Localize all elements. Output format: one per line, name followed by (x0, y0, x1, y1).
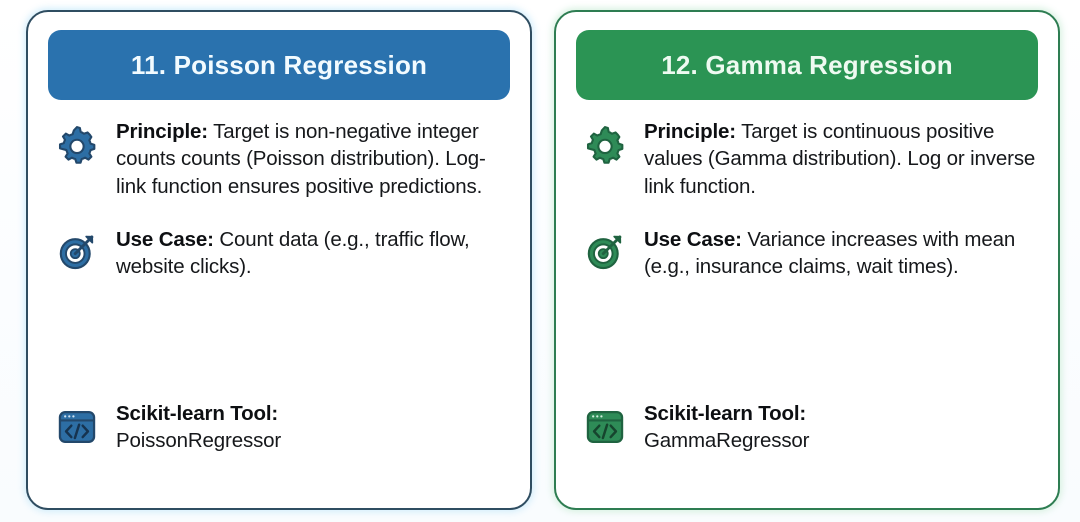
section-tool-text-poisson: Scikit-learn Tool: PoissonRegressor (116, 400, 281, 455)
target-icon (54, 228, 100, 274)
card-body-poisson: Principle: Target is non-negative intege… (48, 118, 510, 488)
section-use-case-poisson: Use Case: Count data (e.g., traffic flow… (48, 226, 510, 281)
card-header-gamma: 12. Gamma Regression (576, 30, 1038, 100)
target-icon (582, 228, 628, 274)
section-tool-poisson: Scikit-learn Tool: PoissonRegressor (48, 400, 510, 489)
principle-label: Principle: (116, 120, 208, 143)
use-case-label: Use Case: (116, 227, 214, 251)
section-tool-gamma: Scikit-learn Tool: GammaRegressor (576, 400, 1038, 489)
section-use-case-text-gamma: Use Case: Variance increases with mean (… (644, 226, 1038, 281)
section-principle-gamma: Principle: Target is continuous positive… (576, 118, 1038, 200)
code-window-icon (582, 404, 628, 450)
use-case-body: Variance increases with mean (e.g., insu… (644, 227, 1016, 278)
principle-body: Target is non-negative integer counts co… (116, 120, 486, 198)
code-window-icon (54, 404, 100, 450)
use-case-body: Count data (e.g., traffic flow, website … (116, 227, 470, 278)
tool-label: Scikit-learn Tool: (644, 401, 807, 425)
card-title-poisson: 11. Poisson Regression (130, 49, 428, 80)
card-header-poisson: 11. Poisson Regression (48, 30, 510, 100)
gear-icon (54, 122, 100, 168)
tool-value: PoissonRegressor (116, 428, 282, 452)
card-gamma-regression: 12. Gamma Regression Principle: Target i… (554, 10, 1060, 510)
use-case-label: Use Case: (644, 227, 742, 251)
card-title-gamma: 12. Gamma Regression (661, 49, 953, 80)
tool-value: GammaRegressor (644, 428, 810, 452)
section-use-case-text-poisson: Use Case: Count data (e.g., traffic flow… (116, 226, 510, 281)
principle-body: Target is continuous positive values (Ga… (644, 120, 1036, 198)
card-body-gamma: Principle: Target is continuous positive… (576, 118, 1038, 488)
card-poisson-regression: 11. Poisson Regression Principle: Target… (26, 10, 532, 510)
section-principle-poisson: Principle: Target is non-negative intege… (48, 118, 510, 200)
tool-label: Scikit-learn Tool: (116, 401, 279, 425)
section-tool-text-gamma: Scikit-learn Tool: GammaRegressor (644, 400, 810, 455)
principle-label: Principle: (644, 120, 736, 143)
section-use-case-gamma: Use Case: Variance increases with mean (… (576, 226, 1038, 281)
section-principle-text-poisson: Principle: Target is non-negative intege… (116, 118, 510, 200)
gear-icon (582, 122, 628, 168)
section-principle-text-gamma: Principle: Target is continuous positive… (644, 118, 1038, 200)
